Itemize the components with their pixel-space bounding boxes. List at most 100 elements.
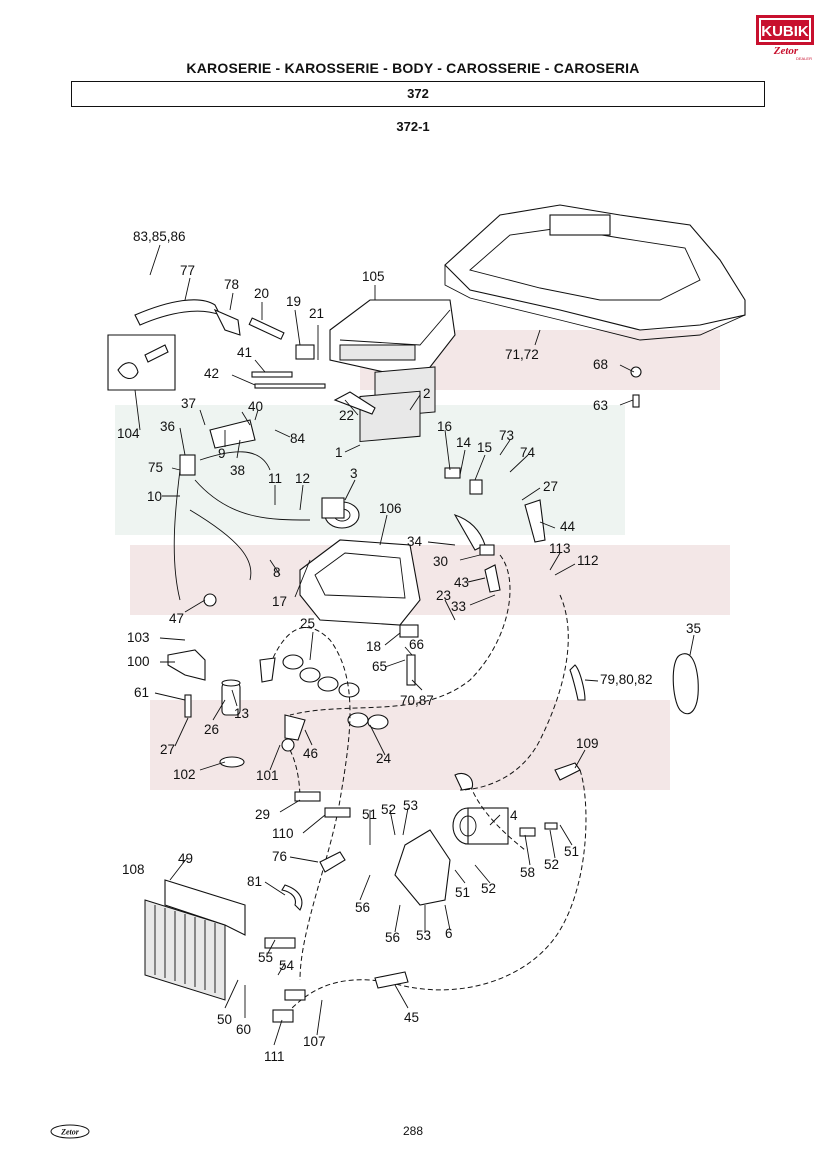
roof-frame-part — [444, 204, 746, 341]
callout: 113 — [549, 541, 571, 556]
callout: 63 — [593, 398, 608, 413]
callout: 71,72 — [505, 347, 539, 362]
callout: 104 — [117, 426, 140, 441]
callout: 70,87 — [400, 693, 434, 708]
zetor-footer-logo: Zetor — [50, 1124, 90, 1139]
callout: 19 — [286, 294, 301, 309]
callout: 49 — [178, 851, 193, 866]
callout: 76 — [272, 849, 287, 864]
callout: 29 — [255, 807, 270, 822]
callout: 25 — [300, 616, 315, 631]
callout: 43 — [454, 575, 469, 590]
callout: 22 — [339, 408, 354, 423]
page-title: KAROSERIE - KAROSSERIE - BODY - CAROSSER… — [186, 60, 640, 76]
logo-text: KUBIK — [761, 23, 809, 40]
callout: 50 — [217, 1012, 232, 1027]
footer-logo-text: Zetor — [60, 1128, 80, 1137]
callout: 21 — [309, 306, 324, 321]
callout: 44 — [560, 519, 576, 534]
callout: 33 — [451, 599, 466, 614]
callout: 58 — [520, 865, 535, 880]
callout: 40 — [248, 399, 263, 414]
callout: 47 — [169, 611, 184, 626]
callout: 68 — [593, 357, 608, 372]
callout: 12 — [295, 471, 310, 486]
page-number: 288 — [402, 1124, 424, 1138]
callout: 10 — [147, 489, 162, 504]
callout: 108 — [122, 862, 145, 877]
callout: 4 — [510, 808, 518, 823]
callout: 17 — [272, 594, 287, 609]
heater-cover-part — [329, 299, 456, 381]
callout: 2 — [423, 386, 431, 401]
callout: 77 — [180, 263, 195, 278]
condenser-part — [144, 879, 246, 1001]
callout: 35 — [686, 621, 701, 636]
callout: 18 — [366, 639, 381, 654]
callout: 60 — [236, 1022, 251, 1037]
callout: 30 — [433, 554, 448, 569]
logo-tag: DEALER — [796, 56, 812, 61]
callout: 38 — [230, 463, 245, 478]
drier-part — [221, 679, 241, 716]
small-parts — [107, 299, 642, 1023]
callout: 27 — [543, 479, 558, 494]
callout: 74 — [520, 445, 536, 460]
callout: 3 — [350, 466, 358, 481]
callout: 6 — [445, 926, 453, 941]
callout: 101 — [256, 768, 279, 783]
catalog-code-box: 372 — [71, 81, 765, 107]
callout: 37 — [181, 396, 196, 411]
callout: 34 — [407, 534, 423, 549]
logo-sub: Zetor — [773, 45, 799, 57]
callout: 61 — [134, 685, 149, 700]
callout: 81 — [247, 874, 262, 889]
grommet-parts — [282, 654, 389, 730]
callout: 100 — [127, 654, 150, 669]
callout: 51 — [455, 885, 470, 900]
callout: 66 — [409, 637, 424, 652]
callout: 13 — [234, 706, 249, 721]
leader-lines — [134, 244, 695, 1046]
kubik-logo: KUBIK Zetor DEALER — [756, 15, 814, 61]
callout: 46 — [303, 746, 318, 761]
belt-part — [672, 653, 699, 715]
callout: 15 — [477, 440, 492, 455]
compressor-bracket-part — [394, 829, 451, 906]
callout: 112 — [577, 553, 599, 568]
callout: 14 — [456, 435, 472, 450]
callout: 26 — [204, 722, 219, 737]
callout: 53 — [403, 798, 418, 813]
callout: 109 — [576, 736, 599, 751]
callout: 84 — [290, 431, 306, 446]
callout: 107 — [303, 1034, 326, 1049]
callout: 103 — [127, 630, 150, 645]
callout: 111 — [264, 1049, 285, 1064]
callout: 78 — [224, 277, 239, 292]
callout: 16 — [437, 419, 452, 434]
callout: 45 — [404, 1010, 419, 1025]
callout: 102 — [173, 767, 196, 782]
callout: 55 — [258, 950, 273, 965]
callout: 56 — [355, 900, 370, 915]
callout: 56 — [385, 930, 400, 945]
figure-code: 372-1 — [396, 119, 430, 134]
callout: 73 — [499, 428, 514, 443]
callout: 75 — [148, 460, 163, 475]
callout: 105 — [362, 269, 385, 284]
callout: 51 — [564, 844, 579, 859]
callout: 52 — [481, 881, 496, 896]
callout: 52 — [544, 857, 559, 872]
callout: 1 — [335, 445, 343, 460]
callout: 23 — [436, 588, 451, 603]
callout: 79,80,82 — [600, 672, 653, 687]
callout: 53 — [416, 928, 431, 943]
wiring-harness-part — [173, 451, 311, 607]
callout: 106 — [379, 501, 402, 516]
bracket-part — [167, 649, 206, 681]
callout: 54 — [279, 958, 295, 973]
blower-part — [321, 497, 360, 529]
callout: 8 — [273, 565, 281, 580]
callout: 11 — [268, 471, 282, 486]
